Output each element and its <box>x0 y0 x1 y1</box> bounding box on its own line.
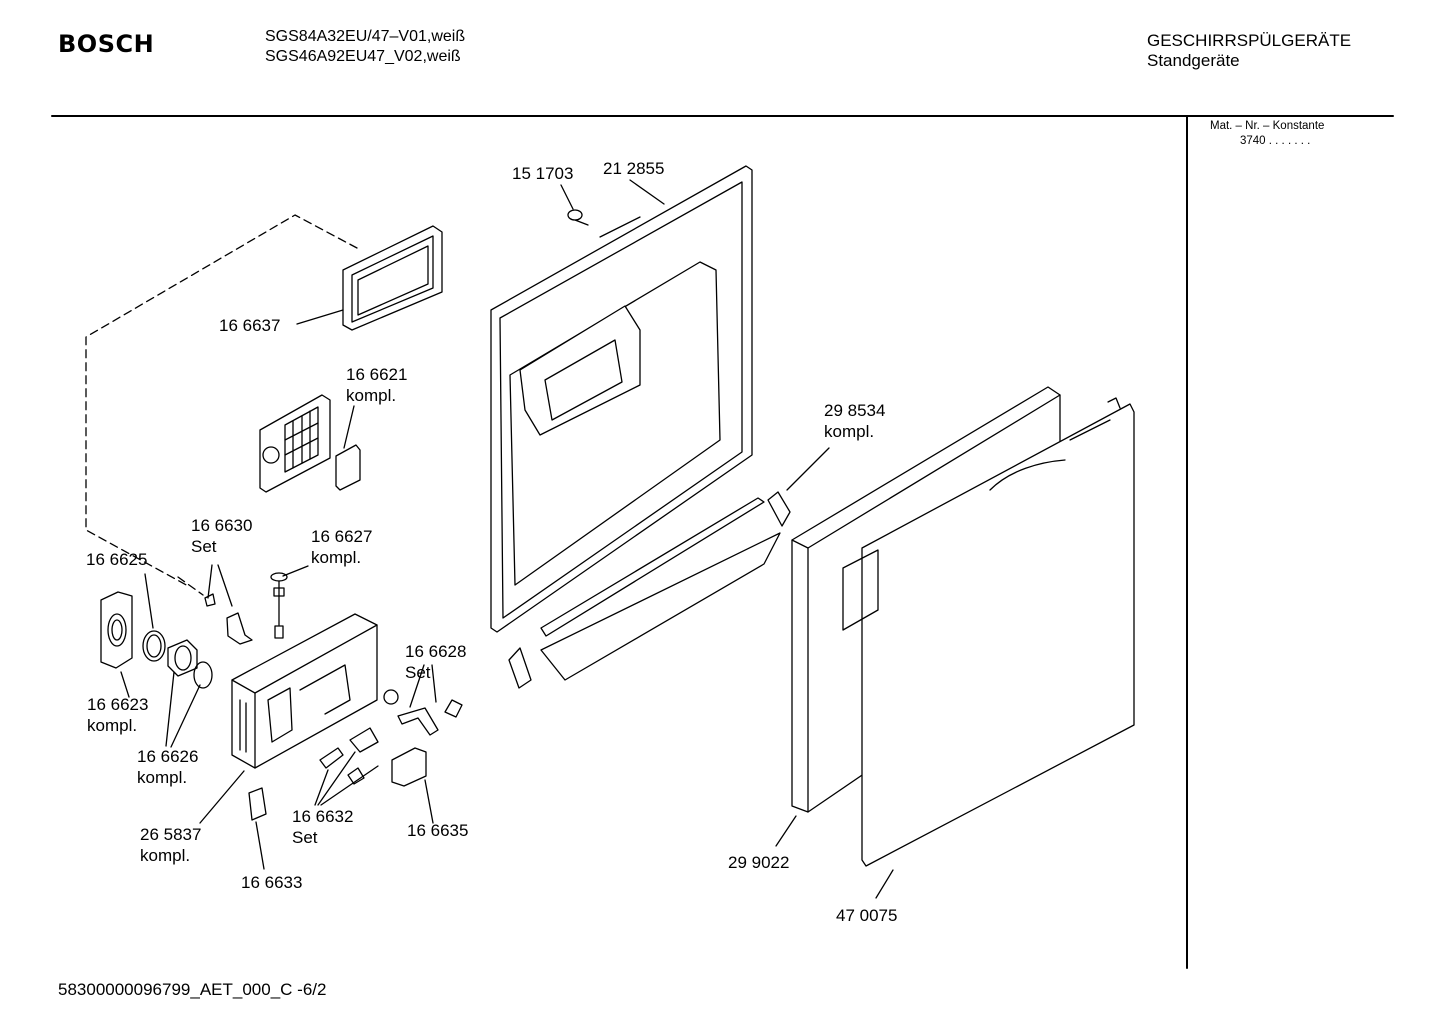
label-16-6621-note: kompl. <box>346 386 397 405</box>
label-16-6630: 16 6630 <box>191 516 253 535</box>
model-number-1: SGS84A32EU/47–V01,weiß <box>265 28 466 45</box>
brand-logo: BOSCH <box>58 30 155 58</box>
label-16-6626-note: kompl. <box>137 768 188 787</box>
part-16-6626-nozzle <box>167 639 213 689</box>
part-16-6630-lever <box>226 612 253 645</box>
label-26-5837: 26 5837 <box>140 825 202 844</box>
label-21-2855: 21 2855 <box>603 159 665 178</box>
label-16-6628-note: Set <box>405 663 431 682</box>
label-16-6621: 16 6621 <box>346 365 408 384</box>
part-16-6628-spring <box>444 699 463 718</box>
label-29-8534: 29 8534 <box>824 401 886 420</box>
part-16-6627-valve <box>270 572 288 639</box>
part-16-6635-block <box>391 747 427 787</box>
part-16-6628-pin <box>397 707 439 736</box>
door-seal-strip <box>508 497 781 689</box>
part-16-6633-plate <box>248 787 267 821</box>
part-15-1703-screw <box>567 209 589 226</box>
label-16-6623: 16 6623 <box>87 695 149 714</box>
part-26-5837-dispenser <box>231 613 378 769</box>
mat-nr-heading: Mat. – Nr. – Konstante <box>1210 120 1325 132</box>
label-16-6633: 16 6633 <box>241 873 303 892</box>
label-47-0075: 47 0075 <box>836 906 898 925</box>
part-16-6625-cap <box>100 591 133 669</box>
part-16-6632-clip-a <box>319 747 344 769</box>
label-29-9022: 29 9022 <box>728 853 790 872</box>
label-16-6632-note: Set <box>292 828 318 847</box>
label-16-6630-note: Set <box>191 537 217 556</box>
leader-lines <box>120 179 894 899</box>
part-21-2855-inner-door <box>490 165 753 633</box>
part-16-6632-clip-b <box>349 727 379 753</box>
category-title: GESCHIRRSPÜLGERÄTE <box>1147 31 1352 50</box>
part-16-6637-frame <box>342 225 443 331</box>
document-code: 58300000096799_AET_000_C -6/2 <box>58 980 327 999</box>
mat-nr-value: 3740 . . . . . . . <box>1240 135 1311 147</box>
label-16-6637: 16 6637 <box>219 316 281 335</box>
label-16-6623-note: kompl. <box>87 716 138 735</box>
assembly-dashed-line <box>85 214 358 596</box>
label-29-8534-note: kompl. <box>824 422 875 441</box>
label-16-6627-note: kompl. <box>311 548 362 567</box>
category-subtitle: Standgeräte <box>1147 51 1240 70</box>
part-16-6632-spring <box>347 767 365 785</box>
part-47-0075-front-panel <box>842 397 1135 867</box>
model-number-2: SGS46A92EU47_V02,weiß <box>265 48 461 65</box>
part-16-6630-spring <box>204 593 216 607</box>
label-16-6635: 16 6635 <box>407 821 469 840</box>
part-16-6621-filter <box>259 394 361 493</box>
label-16-6627: 16 6627 <box>311 527 373 546</box>
label-15-1703: 15 1703 <box>512 164 574 183</box>
label-16-6628: 16 6628 <box>405 642 467 661</box>
part-16-6623-ring-inner <box>146 634 162 658</box>
label-16-6632: 16 6632 <box>292 807 354 826</box>
part-16-6628-ball <box>383 689 399 705</box>
part-16-6623-ring <box>142 630 166 662</box>
label-16-6625: 16 6625 <box>86 550 148 569</box>
label-16-6626: 16 6626 <box>137 747 199 766</box>
label-26-5837-note: kompl. <box>140 846 191 865</box>
part-29-8534-hinge <box>767 491 791 527</box>
